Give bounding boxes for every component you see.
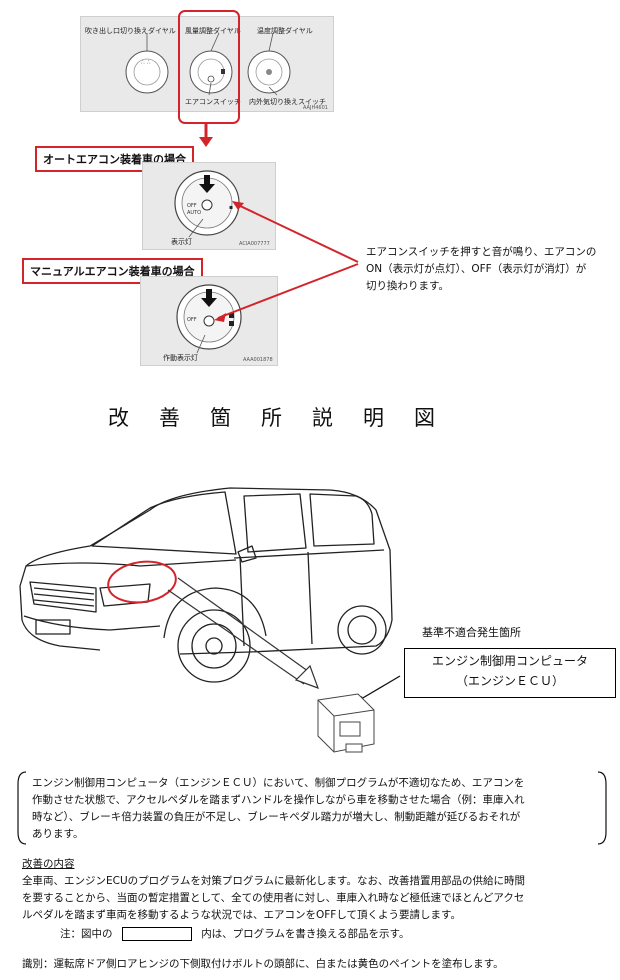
- manual-indicator-label: 作動表示灯: [163, 354, 198, 362]
- ecu-illustration: [317, 675, 401, 753]
- svg-text:▪: ▪: [229, 204, 233, 211]
- svg-text:OFF: OFF: [187, 317, 197, 323]
- ecu-label-box: エンジン制御用コンピュータ （エンジンＥＣＵ）: [404, 648, 616, 698]
- callout-pointers: [214, 201, 359, 322]
- auto-ac-dial: OFF AUTO ▪: [174, 170, 240, 238]
- figure-code: AAJH4601: [303, 105, 328, 111]
- ecu-label-line-2: （エンジンＥＣＵ）: [455, 674, 564, 688]
- outlet-dial-label: 吹き出し口切り換えダイヤル: [85, 27, 176, 35]
- improvement-text: 全車両、エンジンECUのプログラムを対策プログラムに最新化します。なお、改善措置…: [22, 873, 612, 924]
- note-suffix: 内は、プログラムを書き換える部品を示す。: [201, 928, 410, 940]
- temp-dial-label: 温度調整ダイヤル: [257, 27, 313, 35]
- callout-line-1: エアコンスイッチを押すと音が鳴り、エアコンの: [366, 246, 597, 258]
- recirc-switch-label: 内外気切り換えスイッチ: [249, 98, 326, 106]
- issue-line-3: 時など）、ブレーキ倍力装置の負圧が不足し、ブレーキペダル踏力が増大し、制動距離が…: [32, 811, 521, 823]
- down-arrow: [199, 122, 213, 147]
- ecu-label-line-1: エンジン制御用コンピュータ: [431, 654, 588, 668]
- improvement-line-2: を要することから、当面の暫定措置として、全ての使用者に対し、車庫入れ時など極低速…: [22, 892, 525, 904]
- callout-line-3: 切り換わります。: [366, 280, 449, 292]
- fan-dial-label: 風量調整ダイヤル: [185, 27, 241, 35]
- svg-text:OFF: OFF: [187, 203, 197, 209]
- identification-text: 識別：運転席ドア側ロアヒンジの下側取付けボルトの頭部に、白または黄色のペイントを…: [22, 958, 504, 970]
- auto-indicator-label: 表示灯: [171, 238, 192, 246]
- improvement-heading: 改善の内容: [22, 858, 75, 870]
- note-sample-box: [121, 927, 192, 941]
- issue-line-4: あります。: [32, 828, 84, 840]
- defect-location-label: 基準不適合発生箇所: [422, 626, 521, 639]
- callout-line-2: ON（表示灯が点灯）、OFF（表示灯が消灯）が: [366, 263, 587, 275]
- auto-figure-code: ACIA007777: [239, 241, 270, 247]
- auto-ac-photo: OFF AUTO ▪ 表示灯 ACIA007777: [142, 162, 276, 250]
- note: 注：図中の 内は、プログラムを書き換える部品を示す。: [60, 926, 410, 943]
- svg-text:∴ ∴: ∴ ∴: [141, 59, 151, 66]
- issue-line-1: エンジン制御用コンピュータ（エンジンＥＣＵ）において、制御プログラムが不適切なた…: [32, 777, 525, 789]
- ac-switch-callout: エアコンスイッチを押すと音が鳴り、エアコンの ON（表示灯が点灯）、OFF（表示…: [366, 244, 616, 295]
- manual-figure-code: AAA001878: [243, 357, 273, 363]
- dials-illustration: ∴ ∴: [125, 32, 291, 96]
- ac-switch-label: エアコンスイッチ: [185, 98, 241, 106]
- svg-text:AUTO: AUTO: [187, 210, 201, 216]
- note-prefix: 注：図中の: [60, 928, 113, 940]
- ac-control-panel: 吹き出し口切り換えダイヤル 風量調整ダイヤル 温度調整ダイヤル エアコンスイッチ…: [80, 16, 334, 112]
- vehicle-illustration: [19, 487, 393, 690]
- improvement-line-3: ルペダルを踏まず車両を移動するような状況では、エアコンをOFFして頂くよう要請し…: [22, 909, 461, 921]
- issue-line-2: 作動させた状態で、アクセルペダルを踏まずハンドルを操作しながら車を移動させた場合…: [32, 794, 525, 806]
- issue-brackets: [17, 771, 607, 845]
- manual-ac-dial: OFF: [176, 284, 242, 354]
- improvement-line-1: 全車両、エンジンECUのプログラムを対策プログラムに最新化します。なお、改善措置…: [22, 875, 525, 887]
- diagram-title: 改善箇所説明図: [108, 406, 465, 430]
- manual-ac-photo: OFF 作動表示灯 AAA001878: [140, 276, 278, 366]
- highlight-box-fan-dial: [178, 10, 240, 124]
- issue-description: エンジン制御用コンピュータ（エンジンＥＣＵ）において、制御プログラムが不適切なた…: [32, 775, 602, 843]
